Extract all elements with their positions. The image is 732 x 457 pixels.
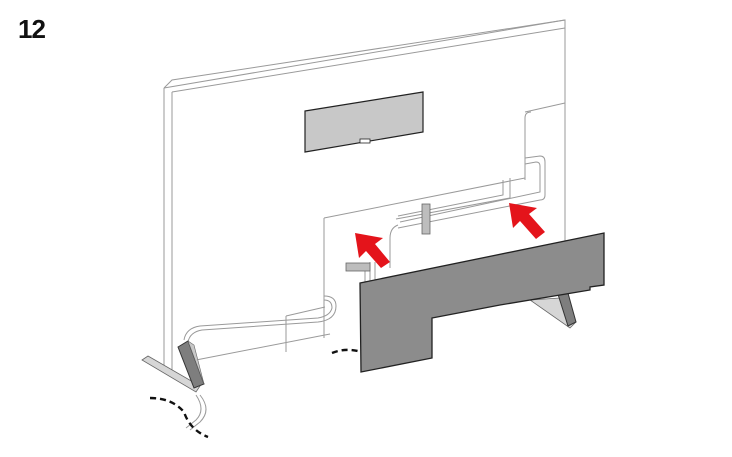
insert-arrows (355, 203, 545, 268)
arrow-up-left-icon (355, 233, 390, 268)
cable-clip (421, 203, 431, 235)
mount-panel (304, 91, 424, 153)
cable-holder (345, 262, 371, 272)
left-stand (141, 340, 205, 393)
step-number: 12 (18, 14, 46, 44)
floor-dash-marks (149, 348, 359, 439)
right-stand (528, 285, 577, 329)
rear-cover[interactable] (359, 232, 605, 373)
arrow-up-left-icon (509, 203, 545, 239)
